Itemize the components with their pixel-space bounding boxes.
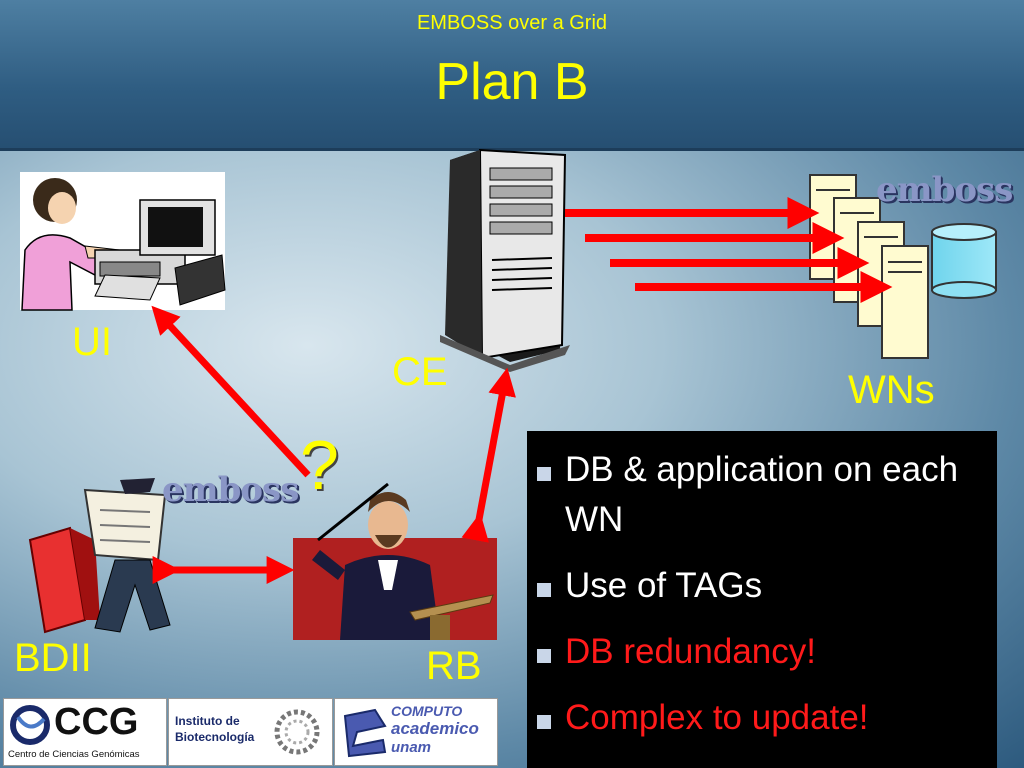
label-wns: WNs bbox=[848, 368, 935, 412]
ccg-caption: Centro de Ciencias Genómicas bbox=[8, 749, 140, 760]
computo-academico-logo: COMPUTO academico unam bbox=[334, 698, 498, 766]
ccg-name: CCG bbox=[54, 701, 139, 743]
emboss-logo-wn: emboss bbox=[876, 170, 1013, 210]
rb-conductor-icon bbox=[293, 482, 497, 640]
emboss-logo-rb: emboss bbox=[162, 470, 299, 510]
bullet-square-icon bbox=[537, 467, 551, 481]
cca-emblem-icon bbox=[343, 708, 387, 758]
bullet-text: Complex to update! bbox=[565, 698, 869, 737]
question-mark: ? bbox=[300, 426, 339, 504]
bullet-text: DB redundancy! bbox=[565, 632, 816, 671]
bullet-text: Use of TAGs bbox=[565, 566, 763, 605]
user-workstation-icon bbox=[20, 172, 226, 311]
bullet-text: DB & application on each WN bbox=[565, 450, 959, 539]
slide-title: Plan B bbox=[435, 53, 589, 111]
arrows bbox=[151, 197, 893, 584]
ce-server-icon bbox=[440, 148, 570, 372]
label-bdii: BDII bbox=[14, 636, 92, 680]
bullet-square-icon bbox=[537, 649, 551, 663]
bullet-panel: DB & application on each WN Use of TAGs … bbox=[527, 431, 997, 768]
database-cylinder-icon bbox=[931, 223, 997, 299]
ibt-name: Instituto de Biotecnología bbox=[175, 714, 255, 744]
arrow-rb-ui bbox=[151, 305, 311, 478]
ibt-logo: Instituto de Biotecnología bbox=[168, 698, 333, 766]
slide-header: EMBOSS over a Grid Plan B bbox=[0, 0, 1024, 151]
label-rb: RB bbox=[426, 644, 482, 688]
arrow-rb-ce bbox=[461, 367, 516, 543]
ibt-molecule-icon bbox=[274, 709, 320, 755]
bullet-item: Complex to update! bbox=[537, 693, 869, 743]
ccg-logo: CCG Centro de Ciencias Genómicas bbox=[3, 698, 167, 766]
cca-line1: COMPUTO bbox=[391, 703, 463, 719]
cca-line3: unam bbox=[391, 739, 432, 756]
bullet-item: DB & application on each WN bbox=[537, 445, 987, 545]
cca-line2: academico bbox=[391, 719, 479, 738]
label-ce: CE bbox=[392, 350, 448, 394]
bullet-item: Use of TAGs bbox=[537, 561, 762, 611]
slide-subtitle: EMBOSS over a Grid bbox=[416, 12, 608, 34]
ccg-emblem-icon bbox=[10, 705, 50, 745]
bdii-reader-icon bbox=[28, 478, 171, 634]
bullet-square-icon bbox=[537, 715, 551, 729]
bullet-item: DB redundancy! bbox=[537, 627, 816, 677]
label-ui: UI bbox=[72, 320, 112, 364]
bullet-square-icon bbox=[537, 583, 551, 597]
